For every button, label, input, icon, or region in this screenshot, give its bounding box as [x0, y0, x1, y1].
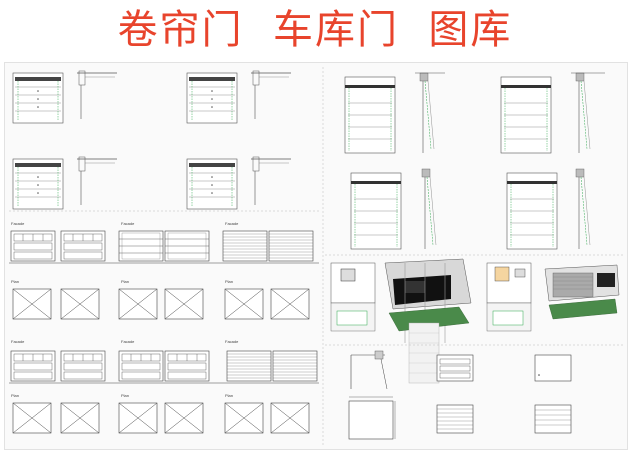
slat-door-icon — [534, 404, 572, 434]
facade-roller-door — [272, 350, 318, 382]
plan-label: Plan — [11, 279, 19, 284]
facade-label: Facade — [121, 221, 135, 226]
facade-label: Facade — [225, 339, 239, 344]
plan-view — [224, 288, 264, 320]
facade-label: Facade — [11, 339, 25, 344]
tall-door-elevation — [500, 76, 552, 154]
facade-window-door — [60, 230, 106, 262]
plan-label: Plan — [11, 393, 19, 398]
right-top-block — [344, 72, 605, 250]
plan-label: Plan — [121, 393, 129, 398]
door-section — [250, 156, 292, 206]
tall-door-section — [575, 72, 591, 154]
facade-panel-door — [164, 230, 210, 262]
right-3d-block — [330, 258, 620, 384]
tall-door-section — [419, 72, 435, 154]
roller-door-icon — [436, 404, 474, 434]
left-facade-block: Facade Facade Facade Plan Plan Plan — [9, 221, 319, 320]
right-bottom-block — [348, 350, 572, 440]
facade-roller-door — [226, 350, 272, 382]
door-section — [250, 70, 292, 120]
drawing-sheet: Facade Facade Facade Plan Plan Plan Faca… — [4, 62, 628, 450]
facade-roller-door — [222, 230, 268, 262]
left-bottom-block: Facade Facade Facade Plan Plan Plan — [9, 339, 319, 434]
plan-label: Plan — [225, 393, 233, 398]
cad-drawing-canvas: Facade Facade Facade Plan Plan Plan Faca… — [9, 67, 623, 445]
facade-label: Facade — [121, 339, 135, 344]
plan-view — [224, 402, 264, 434]
facade-window-door — [10, 230, 56, 262]
plan-view — [12, 402, 52, 434]
door-elevation — [186, 158, 238, 210]
plan-view — [118, 402, 158, 434]
facade-panel-door — [118, 230, 164, 262]
facade-roller-door — [268, 230, 314, 262]
left-top-block — [12, 70, 292, 210]
plan-view — [60, 288, 100, 320]
plan-view — [60, 402, 100, 434]
facade-label: Facade — [225, 221, 239, 226]
facade-label: Facade — [11, 221, 25, 226]
plan-view — [164, 402, 204, 434]
tall-door-elevation — [344, 76, 396, 154]
tall-door-elevation — [350, 172, 402, 250]
plan-view — [164, 288, 204, 320]
plain-door-icon — [534, 354, 572, 382]
plan-view — [270, 288, 310, 320]
facade-window-door — [60, 350, 106, 382]
plan-label: Plan — [225, 279, 233, 284]
plan-view — [12, 288, 52, 320]
plan-label: Plan — [121, 279, 129, 284]
door-elevation — [12, 72, 64, 124]
plan-view — [270, 402, 310, 434]
door-section — [76, 156, 118, 206]
tall-door-elevation — [506, 172, 558, 250]
facade-window-door — [118, 350, 164, 382]
page-title: 卷帘门 车库门 图库 — [117, 7, 513, 53]
tall-door-section — [575, 168, 591, 250]
facade-window-door — [10, 350, 56, 382]
window-door-icon — [436, 354, 474, 382]
tall-door-section — [421, 168, 437, 250]
door-elevation — [186, 72, 238, 124]
facade-window-door — [164, 350, 210, 382]
door-elevation — [12, 158, 64, 210]
door-section — [76, 70, 118, 120]
plan-view — [118, 288, 158, 320]
